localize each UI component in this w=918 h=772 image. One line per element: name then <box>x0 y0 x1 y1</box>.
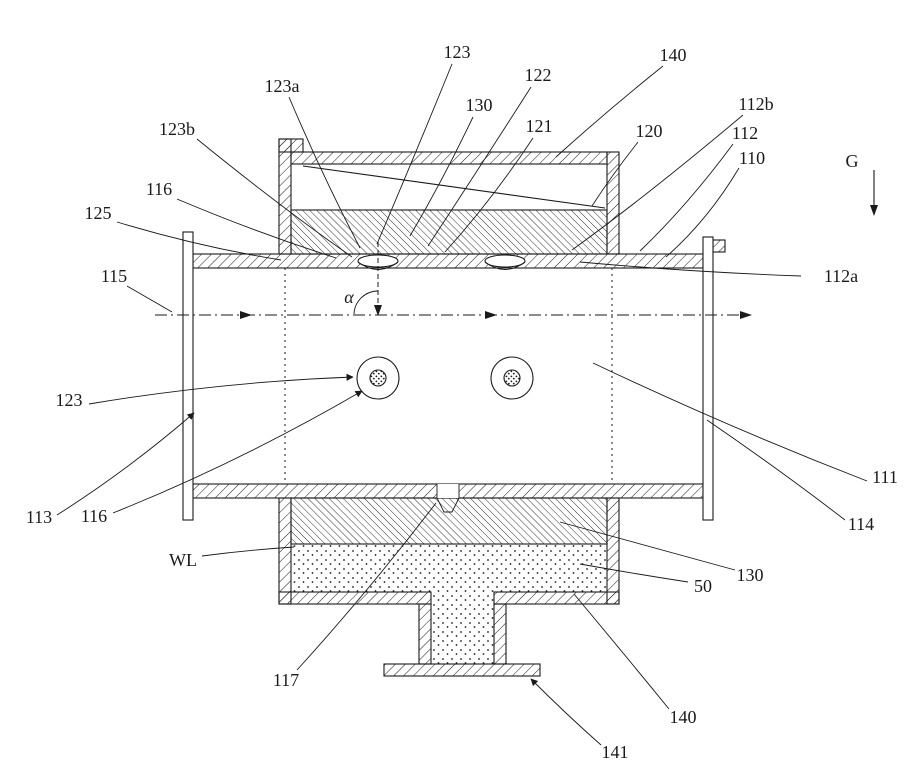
lower-chamber-bottom-left <box>278 591 432 605</box>
leader-122 <box>427 86 532 247</box>
leader-WL <box>201 546 295 557</box>
lower-chamber-bottom-right <box>493 591 620 605</box>
leader-112 <box>639 143 734 252</box>
leader-112b <box>571 114 744 251</box>
feed-funnel <box>436 497 460 513</box>
label-125: 125 <box>85 203 112 223</box>
pipe-section-right-core <box>503 369 521 387</box>
lower-wick-layer <box>290 497 608 545</box>
leader-117 <box>296 502 437 671</box>
label-111: 111 <box>872 467 898 487</box>
leader-125 <box>116 221 282 261</box>
label-112: 112 <box>732 123 758 143</box>
leader-115 <box>126 285 173 313</box>
upper-chamber-sloped-plate <box>302 165 606 209</box>
leader-116-top <box>176 198 337 259</box>
label-123b: 123b <box>159 119 195 139</box>
angle-arc <box>353 290 379 315</box>
upper-wick-layer <box>290 209 608 255</box>
leader-123-top <box>376 63 453 245</box>
lower-chamber <box>278 484 620 677</box>
axis-arrow-1 <box>240 311 252 319</box>
label-112b: 112b <box>738 94 773 114</box>
flow-symbols <box>356 356 534 400</box>
leader-110 <box>665 167 740 258</box>
leader-114 <box>706 419 846 521</box>
leader-lines <box>56 63 868 746</box>
leader-116-bottom <box>112 390 363 514</box>
main-tube <box>182 231 726 521</box>
label-122: 122 <box>525 65 552 85</box>
base-plate <box>383 663 541 677</box>
pipe-section-left-core <box>369 369 387 387</box>
right-flange <box>702 236 714 521</box>
label-141: 141 <box>602 742 629 762</box>
label-116-bottom: 116 <box>81 506 107 526</box>
upper-chamber-right-wall <box>606 151 620 255</box>
reference-labels: 123 123a 130 122 121 140 120 112b 112 11… <box>26 42 898 762</box>
liquid-pool <box>291 544 607 592</box>
angle-arrowhead <box>374 305 382 316</box>
label-WL: WL <box>169 550 197 570</box>
upper-chamber <box>278 138 620 270</box>
vapor-hole-right <box>484 254 526 268</box>
gravity-arrowhead <box>870 205 878 216</box>
label-140-top: 140 <box>660 45 687 65</box>
axis-arrow-3 <box>740 311 752 319</box>
bottom-wall-hole <box>437 484 459 498</box>
label-110: 110 <box>739 148 765 168</box>
label-130-top: 130 <box>466 95 493 115</box>
leader-120 <box>591 141 639 207</box>
angle-alpha-label: α <box>344 287 354 307</box>
angle-alpha: α <box>344 242 382 316</box>
lower-chamber-left-wall <box>278 497 292 605</box>
label-117: 117 <box>273 670 299 690</box>
label-115: 115 <box>101 266 127 286</box>
label-123-left: 123 <box>56 390 83 410</box>
leader-112a <box>579 261 802 277</box>
leader-140-bottom <box>573 593 670 710</box>
label-113: 113 <box>26 507 52 527</box>
right-flange-stub <box>712 239 726 253</box>
centerline <box>155 311 752 319</box>
gravity-indicator: G <box>846 151 878 216</box>
label-121: 121 <box>526 116 553 136</box>
label-120: 120 <box>636 121 663 141</box>
label-123-top: 123 <box>444 42 471 62</box>
label-116-top: 116 <box>146 179 172 199</box>
label-130-bottom: 130 <box>737 565 764 585</box>
label-140-bottom: 140 <box>670 707 697 727</box>
leader-130-top <box>409 116 474 237</box>
leader-130-bottom <box>559 521 736 571</box>
gravity-label: G <box>846 151 859 171</box>
leader-113 <box>56 412 195 516</box>
leader-140-top <box>555 65 664 158</box>
label-50: 50 <box>694 576 712 596</box>
stem-right-wall <box>493 603 507 665</box>
axis-arrow-2 <box>485 311 497 319</box>
stem-liquid <box>431 592 494 664</box>
label-114: 114 <box>848 514 874 534</box>
leader-121 <box>444 137 534 253</box>
stem-left-wall <box>418 603 432 665</box>
leader-50 <box>579 563 689 583</box>
leader-141 <box>530 678 602 746</box>
label-112a: 112a <box>824 266 858 286</box>
leader-123-left <box>88 373 354 405</box>
leader-111 <box>592 362 868 482</box>
lower-chamber-right-wall <box>606 497 620 605</box>
left-flange <box>182 231 194 521</box>
upper-chamber-left-wall <box>278 138 292 255</box>
leader-123a <box>288 96 361 249</box>
vapor-hole-flap-right <box>484 261 526 270</box>
label-123a: 123a <box>265 76 300 96</box>
leader-123b <box>196 138 353 258</box>
